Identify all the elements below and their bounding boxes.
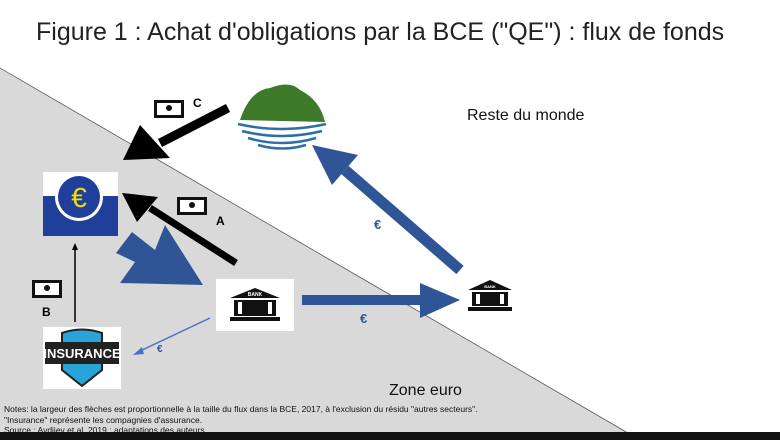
flow-arrow-a: [122, 193, 238, 266]
rest-of-world-icon: [237, 84, 327, 150]
flow-label-a: A: [216, 214, 225, 228]
euro-zone-label: Zone euro: [389, 382, 462, 399]
bank-icon-euro-zone: [216, 279, 294, 331]
ecb-icon: €: [43, 172, 118, 236]
flow-label-b: B: [42, 305, 51, 319]
banknote-icon-c: [154, 100, 184, 118]
source-text: Source : Avdjiev et al, 2019 ; adaptatio…: [4, 425, 208, 435]
svg-text:€: €: [71, 182, 87, 213]
bottom-bar: [0, 432, 780, 440]
zone-boundary: [0, 67, 641, 440]
bank-label: BANK: [248, 292, 263, 298]
bank-icon-rest-of-world: [468, 280, 512, 311]
flow-arrow-euro-bank-insurance: [133, 317, 211, 355]
flow-arrow-c: [123, 103, 231, 160]
flow-arrow-euro-bank-row: [312, 145, 464, 275]
euro-label-row: €: [374, 217, 382, 232]
banknote-icon-a: [177, 197, 207, 215]
figure-title: Figure 1 : Achat d'obligations par la BC…: [36, 18, 725, 46]
flow-arrow-euro-ecb-bank: [116, 225, 203, 285]
flow-arrow-b: [72, 243, 78, 322]
rest-of-world-label: Reste du monde: [467, 107, 585, 124]
insurance-label: INSURANCE: [43, 346, 121, 361]
insurance-icon: [43, 327, 121, 389]
flow-arrow-euro-bank-bank: [302, 283, 460, 318]
euro-label-bank: €: [360, 311, 368, 326]
flow-label-c: C: [193, 96, 202, 110]
bank-label-row: BANK: [484, 284, 496, 289]
notes: Notes: la largeur des flèches est propor…: [4, 404, 504, 436]
banknote-icon-b: [32, 280, 62, 298]
euro-label-insurance: €: [157, 344, 163, 355]
notes-text: Notes: la largeur des flèches est propor…: [4, 404, 478, 425]
